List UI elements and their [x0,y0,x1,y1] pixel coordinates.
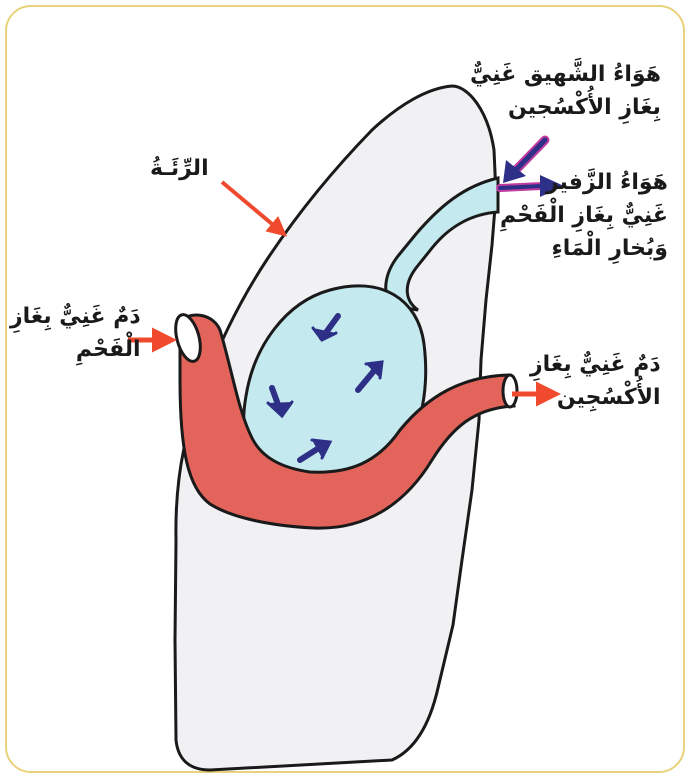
lung-label: الرِّئَـةُ [150,152,209,185]
vessel-outlet-opening [503,375,517,407]
lung-pointer-arrow [222,182,284,234]
inhaled-air-label: هَوَاءُ الشَّهيق غَنِيٌّ بِغَازِ الأُكْس… [470,58,661,124]
blood-co2-label: دَمٌ غَنِيٌّ بِغَازِ الْفَحْمِ [10,300,141,366]
exhaled-air-label: هَوَاءُ الزَّفير غَنِيٌّ بِغَازِ الْفَحْ… [500,166,668,265]
blood-o2-label: دَمٌ غَنِيٌّ بِغَازِ الأُكْسُجِين [530,348,661,414]
